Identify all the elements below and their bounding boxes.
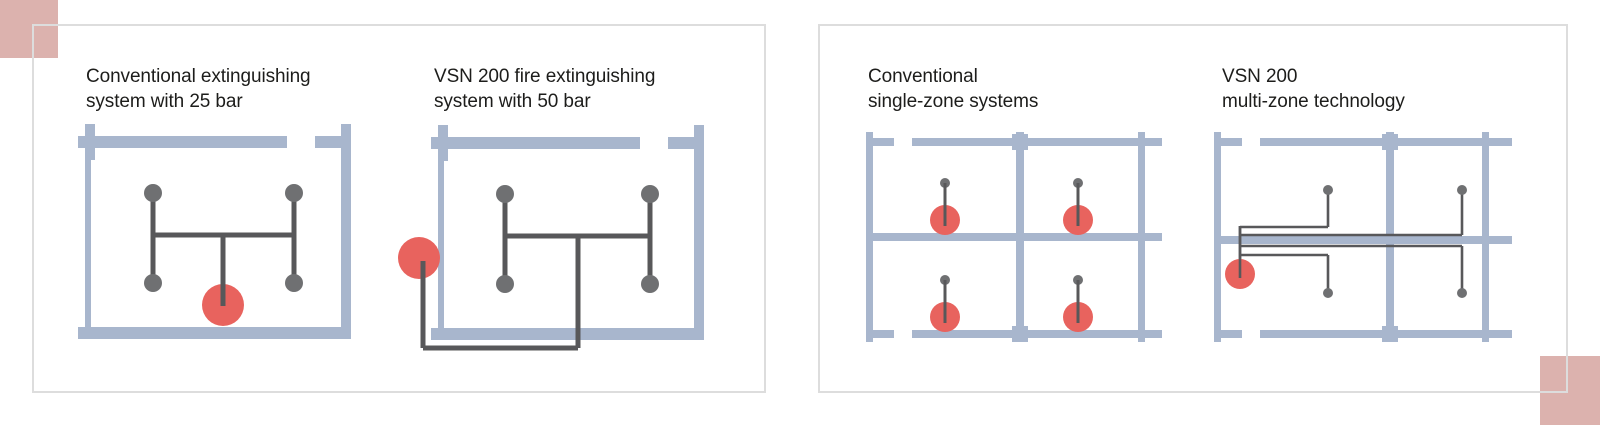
caption-vsn200-multi-zone: VSN 200 multi-zone technology bbox=[1222, 66, 1405, 112]
bottom-right-accent-square bbox=[1540, 356, 1600, 425]
room-walls-25bar bbox=[78, 124, 351, 339]
nozzle-icon bbox=[496, 185, 514, 203]
diagram-conventional-25bar bbox=[70, 118, 370, 353]
nozzle-icon bbox=[641, 275, 659, 293]
top-left-accent-square bbox=[0, 0, 58, 58]
extinguishing-source-icon bbox=[398, 237, 440, 279]
diagram-vsn200-50bar bbox=[390, 118, 720, 358]
nozzle-icon bbox=[1457, 288, 1467, 298]
multi-zone-source bbox=[1225, 226, 1255, 289]
room-grid-multi-zone bbox=[1214, 132, 1512, 342]
pipework-50bar bbox=[420, 194, 653, 351]
caption-vsn200-50bar: VSN 200 fire extinguishing system with 5… bbox=[434, 66, 656, 112]
diagram-vsn200-multi-zone bbox=[1192, 128, 1512, 353]
zone-unit-bottom-left bbox=[930, 275, 960, 332]
diagram-conventional-single-zone bbox=[852, 128, 1162, 353]
nozzles-25bar bbox=[144, 184, 303, 292]
nozzle-icon bbox=[285, 184, 303, 202]
nozzle-icon bbox=[144, 184, 162, 202]
caption-conventional-25bar: Conventional extinguishing system with 2… bbox=[86, 66, 311, 112]
room-grid-single-zone bbox=[866, 132, 1162, 342]
caption-conventional-single-zone: Conventional single-zone systems bbox=[868, 66, 1039, 112]
multi-zone-nozzles bbox=[1323, 185, 1467, 298]
panel-left bbox=[32, 24, 766, 393]
nozzle-icon bbox=[496, 275, 514, 293]
nozzle-icon bbox=[285, 274, 303, 292]
zone-unit-bottom-right bbox=[1063, 275, 1093, 332]
nozzle-icon bbox=[1323, 185, 1333, 195]
panel-right bbox=[818, 24, 1568, 393]
zone-unit-top-right bbox=[1063, 178, 1093, 235]
nozzle-icon bbox=[1323, 288, 1333, 298]
nozzle-icon bbox=[641, 185, 659, 203]
source-50bar bbox=[398, 237, 440, 348]
nozzles-50bar bbox=[496, 185, 659, 293]
multi-zone-pipework bbox=[1238, 190, 1464, 293]
source-25bar bbox=[202, 235, 244, 326]
room-walls-50bar bbox=[431, 125, 704, 340]
nozzle-icon bbox=[144, 274, 162, 292]
zone-unit-top-left bbox=[930, 178, 960, 235]
nozzle-icon bbox=[1457, 185, 1467, 195]
